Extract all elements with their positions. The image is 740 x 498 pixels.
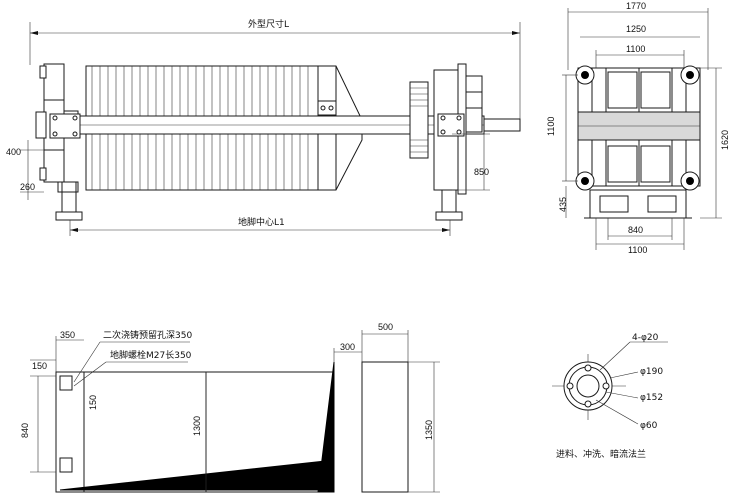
dim-1350: 1350 <box>424 420 434 440</box>
flange-d190: φ190 <box>640 367 663 377</box>
dim-1250: 1250 <box>626 24 646 34</box>
dim-260: 260 <box>20 182 35 192</box>
dim-1100-top: 1100 <box>626 44 645 54</box>
dim-850: 850 <box>474 167 489 177</box>
dim-150-v: 150 <box>88 395 98 410</box>
overall-length-label: 外型尺寸L <box>248 18 289 30</box>
foot-center-label: 地脚中心L1 <box>238 216 285 228</box>
dim-435: 435 <box>558 197 568 212</box>
flange-holes: 4-φ20 <box>632 333 659 343</box>
flange-d152: φ152 <box>640 393 663 403</box>
dim-350: 350 <box>60 330 75 340</box>
flange-d60: φ60 <box>640 421 658 431</box>
flange-caption: 进料、冲洗、暗流法兰 <box>556 448 646 460</box>
dim-500: 500 <box>378 322 393 332</box>
dim-1300: 1300 <box>192 416 202 436</box>
dim-1100-left: 1100 <box>546 117 556 136</box>
dim-1770: 1770 <box>626 1 646 11</box>
note-anchor-bolt: 地脚螺栓M27长350 <box>110 349 192 361</box>
flange-detail: 4-φ20 φ190 φ152 φ60 进料、冲洗、暗流法兰 <box>552 333 668 460</box>
note-grout-hole: 二次浇铸预留孔深350 <box>103 329 192 341</box>
dim-150-h: 150 <box>32 361 47 371</box>
dim-400: 400 <box>6 147 21 157</box>
foundation-plan: 350 二次浇铸预留孔深350 地脚螺栓M27长350 150 840 150 … <box>20 322 440 493</box>
dim-300: 300 <box>340 342 355 352</box>
dim-1620: 1620 <box>720 130 730 150</box>
dim-840-foundation: 840 <box>20 423 30 438</box>
filter-press-side-view: 外型尺寸L <box>6 18 521 236</box>
filter-press-end-view: 1770 1250 1100 <box>546 1 730 255</box>
dim-1100-bottom: 1100 <box>628 245 647 255</box>
dim-840-end: 840 <box>628 225 643 235</box>
